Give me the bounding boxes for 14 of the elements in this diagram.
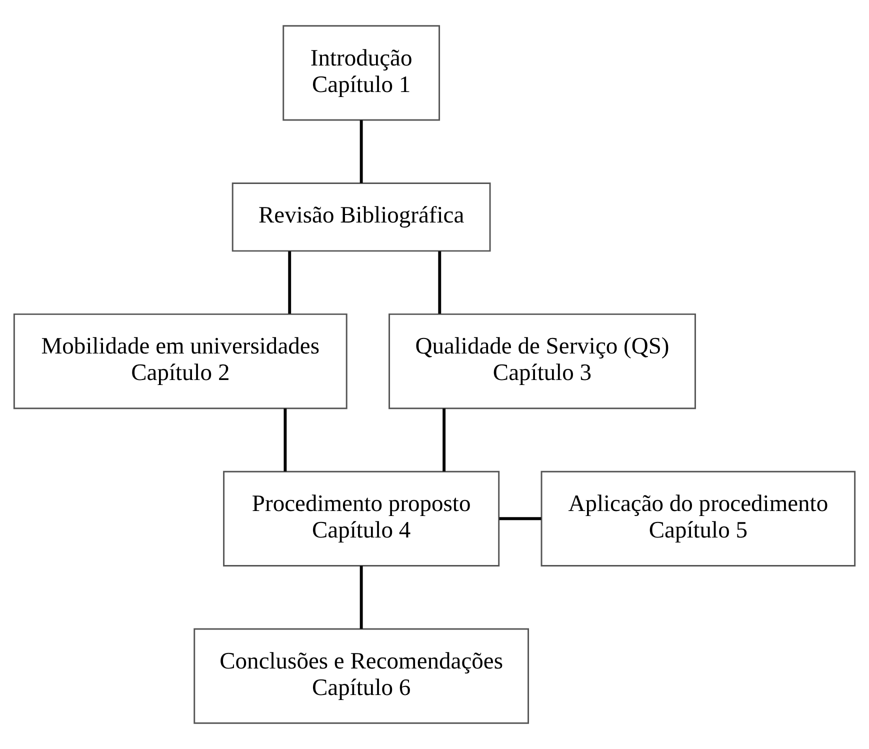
connector <box>438 251 442 314</box>
connector <box>360 566 363 629</box>
node-box: Mobilidade em universidades Capítulo 2 <box>13 313 348 410</box>
connector <box>499 517 542 520</box>
node-box: Conclusões e Recomendações Capítulo 6 <box>194 628 529 724</box>
node-box: Introdução Capítulo 1 <box>282 25 440 121</box>
connector <box>284 408 287 472</box>
connector <box>442 408 446 472</box>
node-box: Procedimento proposto Capítulo 4 <box>223 470 500 566</box>
node-box: Qualidade de Serviço (QS) Capítulo 3 <box>388 313 696 410</box>
connector <box>360 120 363 184</box>
node-box: Aplicação do procedimento Capítulo 5 <box>540 470 856 566</box>
node-box: Revisão Bibliográfica <box>232 182 491 252</box>
connector <box>288 251 292 314</box>
